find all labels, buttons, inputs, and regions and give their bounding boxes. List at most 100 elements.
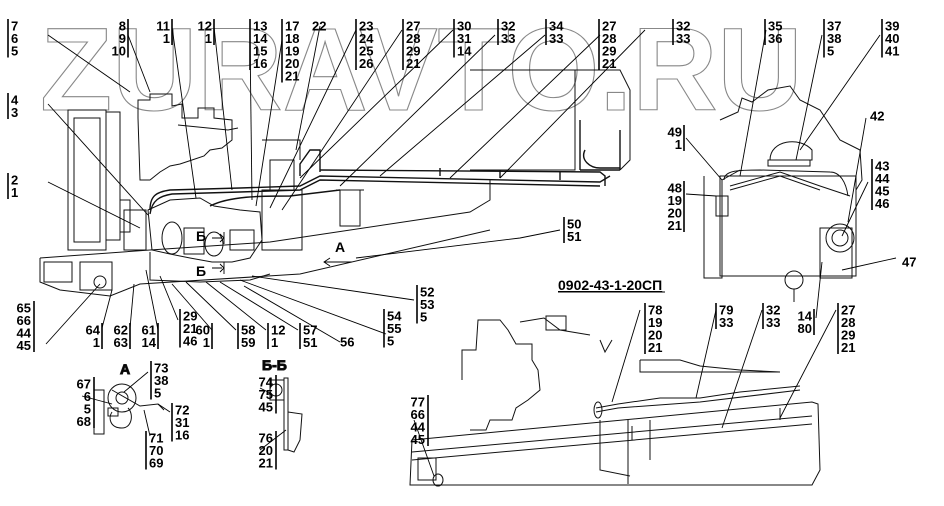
callout-c24: 47: [902, 255, 916, 270]
callout-number: 47: [902, 255, 916, 270]
callout-number: 39: [885, 19, 899, 34]
section-bb-title: Б-Б: [262, 357, 287, 373]
engine-outline: [137, 93, 233, 181]
callout-c19: 21: [7, 173, 18, 200]
callout-number: 17: [285, 19, 299, 34]
callout-number: 32: [766, 303, 780, 318]
callout-number: 20: [285, 56, 299, 71]
callout-number: 1: [205, 31, 212, 46]
callout-c33: 121: [267, 323, 285, 350]
callout-number: 1: [93, 335, 100, 350]
callout-number: 6: [11, 31, 18, 46]
callout-number: 14: [253, 31, 268, 46]
callout-number: 1: [203, 335, 210, 350]
callout-number: 20: [259, 443, 273, 458]
callout-number: 15: [253, 44, 267, 59]
callout-c21: 491: [668, 125, 685, 152]
callout-number: 46: [183, 334, 197, 349]
section-b-bottom-arrow: [212, 262, 225, 274]
callout-number: 19: [668, 193, 682, 208]
callout-number: 33: [549, 31, 563, 46]
view-a-title: А: [120, 361, 130, 377]
callout-number: 5: [827, 44, 834, 59]
callout-number: 33: [766, 315, 780, 330]
fuel-pipe-1: [149, 175, 611, 211]
callout-number: 45: [259, 400, 273, 415]
callout-number: 44: [411, 420, 426, 435]
frame-side-outline: [409, 401, 821, 486]
callout-number: 34: [549, 19, 564, 34]
view-a-detail: А: [93, 361, 165, 435]
section-b-top-arrow: [212, 232, 225, 244]
leader-lines: [45, 25, 897, 477]
callout-number: 14: [457, 44, 472, 59]
callout-number: 27: [841, 303, 855, 318]
callout-number: 74: [259, 375, 274, 390]
callout-number: 5: [154, 386, 161, 401]
callout-number: 60: [196, 323, 210, 338]
callout-number: 12: [271, 323, 285, 338]
callout-number: 1: [675, 137, 682, 152]
callout-number: 45: [411, 432, 425, 447]
callout-number: 33: [676, 31, 690, 46]
callout-number: 37: [827, 19, 841, 34]
callout-c27: 641: [86, 323, 103, 350]
callout-number: 28: [406, 31, 420, 46]
view-a-arrow: [323, 257, 352, 267]
callout-number: 69: [149, 456, 163, 471]
callout-c1: 765: [7, 19, 18, 59]
callout-number: 77: [411, 395, 425, 410]
callout-number: 29: [841, 328, 855, 343]
callout-number: 36: [768, 31, 782, 46]
callout-number: 41: [885, 44, 899, 59]
callout-number: 5: [84, 402, 91, 417]
callout-number: 21: [285, 69, 299, 84]
callout-number: 5: [11, 44, 18, 59]
callout-number: 40: [885, 31, 899, 46]
callout-number: 25: [359, 44, 373, 59]
front-view-drawing: [703, 85, 863, 302]
callout-number: 16: [175, 428, 189, 443]
pipe-runs-main: [149, 120, 621, 215]
callout-number: 54: [387, 309, 402, 324]
callout-c20: 42: [870, 109, 884, 124]
callout-number: 33: [501, 31, 515, 46]
callout-number: 32: [676, 19, 690, 34]
callout-number: 53: [420, 297, 434, 312]
callout-number: 43: [875, 159, 889, 174]
callout-c3: 111: [156, 19, 173, 46]
callout-number: 31: [457, 31, 471, 46]
callout-number: 21: [406, 56, 420, 71]
callout-number: 80: [798, 321, 812, 336]
callout-number: 66: [411, 407, 425, 422]
callout-c31: 601: [196, 323, 213, 350]
callout-number: 67: [77, 377, 91, 392]
callout-number: 9: [119, 31, 126, 46]
callout-number: 2: [11, 173, 18, 188]
